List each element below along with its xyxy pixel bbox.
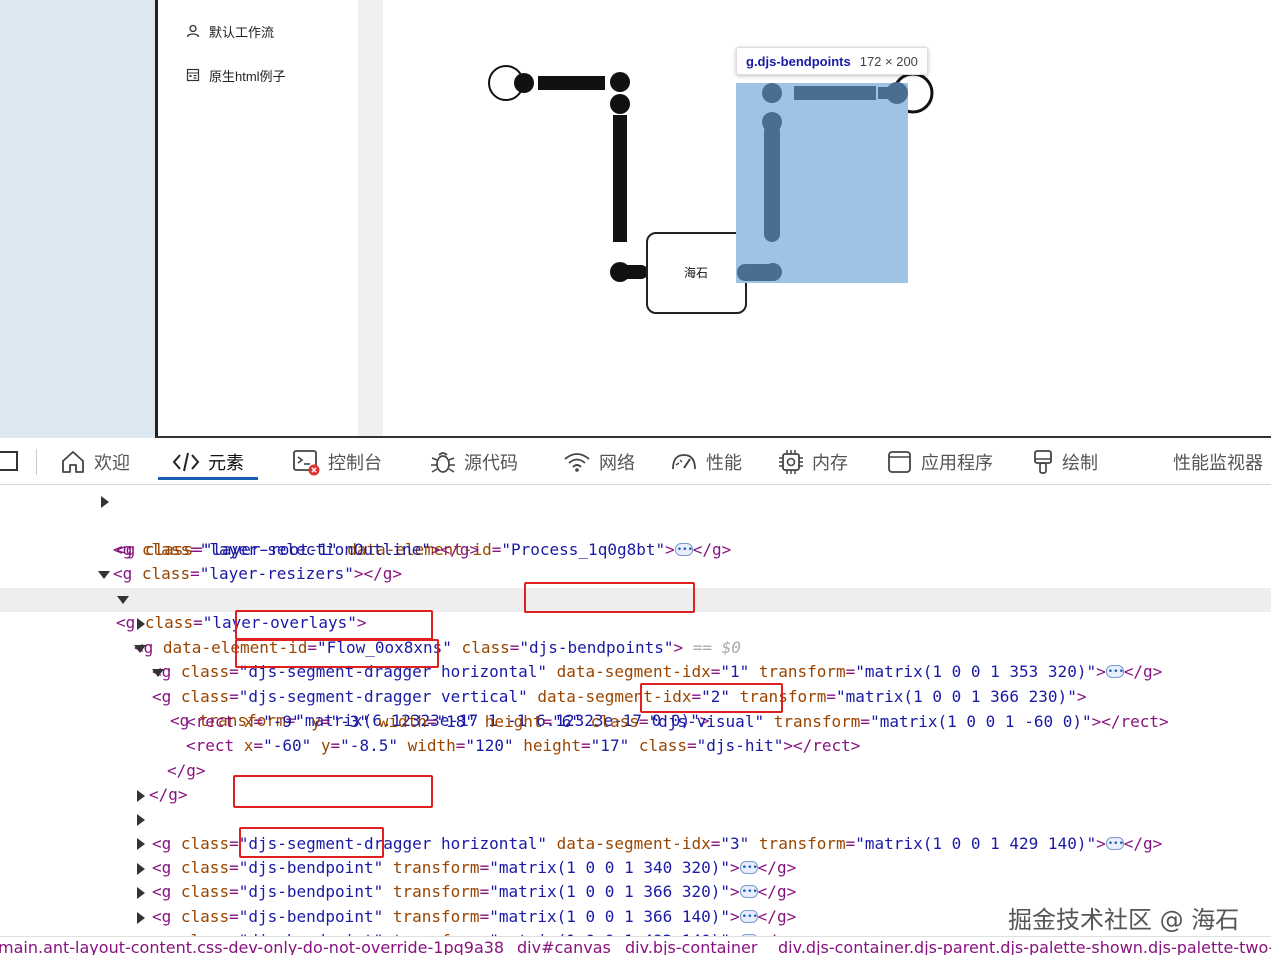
tab-label: 控制台	[328, 452, 382, 473]
breadcrumb-item[interactable]: div.djs-container.djs-parent.djs-palette…	[778, 938, 1271, 955]
gauge-icon	[672, 453, 696, 469]
tab-performance[interactable]: 性能	[670, 439, 742, 484]
dom-node-line[interactable]: <g class="djs-bendpoint" transform="matr…	[0, 857, 1271, 929]
expand-arrow-icon[interactable]	[137, 912, 145, 924]
dom-node-line[interactable]: <rect x="-60" y="-8.5" width="120" heigh…	[186, 736, 861, 755]
dom-node-line[interactable]: <g class="djs-segment-dragger horizontal…	[0, 612, 1271, 684]
collapsed-content-icon[interactable]	[739, 880, 758, 904]
breadcrumb-item[interactable]: div#canvas	[517, 938, 611, 955]
sequence-flow-primary[interactable]	[514, 72, 648, 282]
tooltip-selector: g.djs-bendpoints	[746, 53, 851, 69]
task-label: 海石	[684, 265, 708, 280]
elements-dom-tree[interactable]: <g class="layer-root-1" data-element-id=…	[0, 486, 1271, 936]
expand-arrow-icon[interactable]	[137, 838, 145, 850]
dom-node-line[interactable]: <g class="djs-bendpoint" transform="matr…	[0, 881, 1271, 936]
dom-node-line[interactable]: <g class="layer-root-1" data-element-id=…	[0, 490, 1271, 562]
app-viewport: 默认工作流 原生html例子	[0, 0, 1271, 438]
dom-node-line[interactable]: <g class="layer-overlays">	[0, 563, 1271, 632]
collapsed-content-icon[interactable]	[1105, 660, 1124, 684]
brush-icon	[1034, 449, 1052, 474]
sidebar-item-native-html-example[interactable]: 原生html例子	[186, 65, 286, 85]
collapsed-content-icon[interactable]	[674, 538, 693, 562]
grid-icon	[186, 68, 200, 82]
dom-node-line[interactable]: <g class="djs-bendpoint" transform="matr…	[0, 808, 1271, 880]
expand-arrow-icon[interactable]	[101, 496, 109, 508]
expand-arrow-icon[interactable]	[137, 863, 145, 875]
expand-arrow-icon[interactable]	[137, 887, 145, 899]
sidebar-item-label: 原生html例子	[209, 68, 286, 84]
tab-label: 性能	[706, 452, 742, 473]
tab-label: 欢迎	[94, 452, 130, 473]
dom-node-line[interactable]: </g>	[167, 761, 206, 780]
console-icon	[293, 449, 320, 475]
tab-sources[interactable]: 源代码	[430, 439, 518, 484]
tab-label: 性能监视器	[1173, 452, 1263, 473]
tab-rendering[interactable]: 绘制	[1032, 439, 1098, 484]
tab-network[interactable]: 网络	[563, 439, 635, 484]
tab-label: 应用程序	[921, 452, 993, 473]
collapse-arrow-icon[interactable]	[98, 571, 110, 579]
dom-node-line[interactable]: <g transform="matrix(6.12323e-17 1 -1 6.…	[0, 661, 1271, 730]
dom-node-line[interactable]: <g class="djs-segment-dragger horizontal…	[0, 784, 1271, 856]
tab-welcome[interactable]: 欢迎	[60, 439, 130, 484]
expand-arrow-icon[interactable]	[137, 618, 145, 630]
tab-separator	[36, 449, 37, 475]
collapse-arrow-icon[interactable]	[152, 669, 164, 677]
expand-arrow-icon[interactable]	[137, 814, 145, 826]
collapse-arrow-icon[interactable]	[117, 596, 129, 604]
breadcrumb-item[interactable]: main.ant-layout-content.css-dev-only-do-…	[0, 938, 505, 955]
window-icon	[888, 450, 911, 473]
sidebar-item-default-workflow[interactable]: 默认工作流	[186, 21, 274, 41]
chip-icon	[779, 449, 803, 474]
devtools-splitter[interactable]	[156, 436, 1271, 438]
canvas-gutter	[358, 0, 383, 438]
dom-node-line[interactable]: <g class="layer-resizers"></g>	[113, 564, 403, 583]
expand-arrow-icon[interactable]	[137, 790, 145, 802]
workflow-sidebar: 默认工作流 原生html例子	[158, 0, 358, 438]
dom-node-line[interactable]: <g class="layer-selectionOutline"></g>	[113, 540, 480, 559]
wifi-icon	[564, 452, 590, 472]
bendpoints-handles[interactable]	[737, 82, 908, 281]
home-icon	[62, 450, 84, 473]
tab-console[interactable]: 控制台	[292, 439, 382, 484]
dom-node-line[interactable]: <g class="djs-bendpoint floating" transf…	[0, 906, 1271, 930]
collapse-arrow-icon[interactable]	[134, 645, 146, 653]
diagram-svg: 海石	[488, 65, 934, 314]
element-highlight-overlay	[736, 83, 908, 283]
breadcrumb-item[interactable]: div.bjs-container	[625, 938, 758, 955]
tab-label: 绘制	[1062, 452, 1098, 473]
left-panel-strip	[0, 0, 156, 438]
tab-performance-monitor[interactable]: 性能监视器	[1173, 439, 1263, 484]
tab-label: 源代码	[464, 452, 518, 473]
collapsed-content-icon[interactable]	[739, 905, 758, 929]
devtools-tab-bar: 欢迎 元素 控制台 源代码	[0, 439, 1271, 485]
dom-breadcrumb: main.ant-layout-content.css-dev-only-do-…	[0, 936, 1271, 955]
bug-icon	[431, 451, 455, 473]
tab-memory[interactable]: 内存	[778, 439, 848, 484]
diagram-canvas[interactable]: 海石	[383, 0, 1271, 438]
watermark-text: 掘金技术社区 @ 海石	[1008, 906, 1240, 934]
code-icon	[172, 452, 200, 471]
user-icon	[186, 24, 200, 38]
tab-label: 元素	[208, 452, 244, 473]
tab-elements[interactable]: 元素	[158, 439, 258, 484]
tab-label: 内存	[812, 452, 848, 473]
dom-node-line[interactable]: <rect x="-9" y="-3" width="18" height="6…	[186, 712, 1169, 731]
element-inspect-tooltip: g.djs-bendpoints 172 × 200	[736, 47, 928, 75]
dom-node-line[interactable]: </g>	[149, 785, 188, 804]
panel-divider	[155, 0, 158, 438]
dom-node-line[interactable]: <g class="djs-bendpoint" transform="matr…	[0, 832, 1271, 904]
dom-node-line-selected[interactable]: <g data-element-id="Flow_0ox8xns" class=…	[0, 588, 1271, 657]
tab-label: 网络	[599, 452, 635, 473]
collapsed-content-icon[interactable]	[739, 856, 758, 880]
tab-application[interactable]: 应用程序	[887, 439, 993, 484]
task-shape[interactable]: 海石	[646, 232, 747, 314]
dom-node-line[interactable]: <g class="djs-segment-dragger vertical" …	[0, 637, 1271, 706]
collapsed-content-icon[interactable]	[1105, 832, 1124, 856]
sidebar-item-label: 默认工作流	[209, 24, 275, 40]
tooltip-size: 172 × 200	[859, 53, 918, 69]
dock-side-icon[interactable]	[0, 451, 18, 471]
